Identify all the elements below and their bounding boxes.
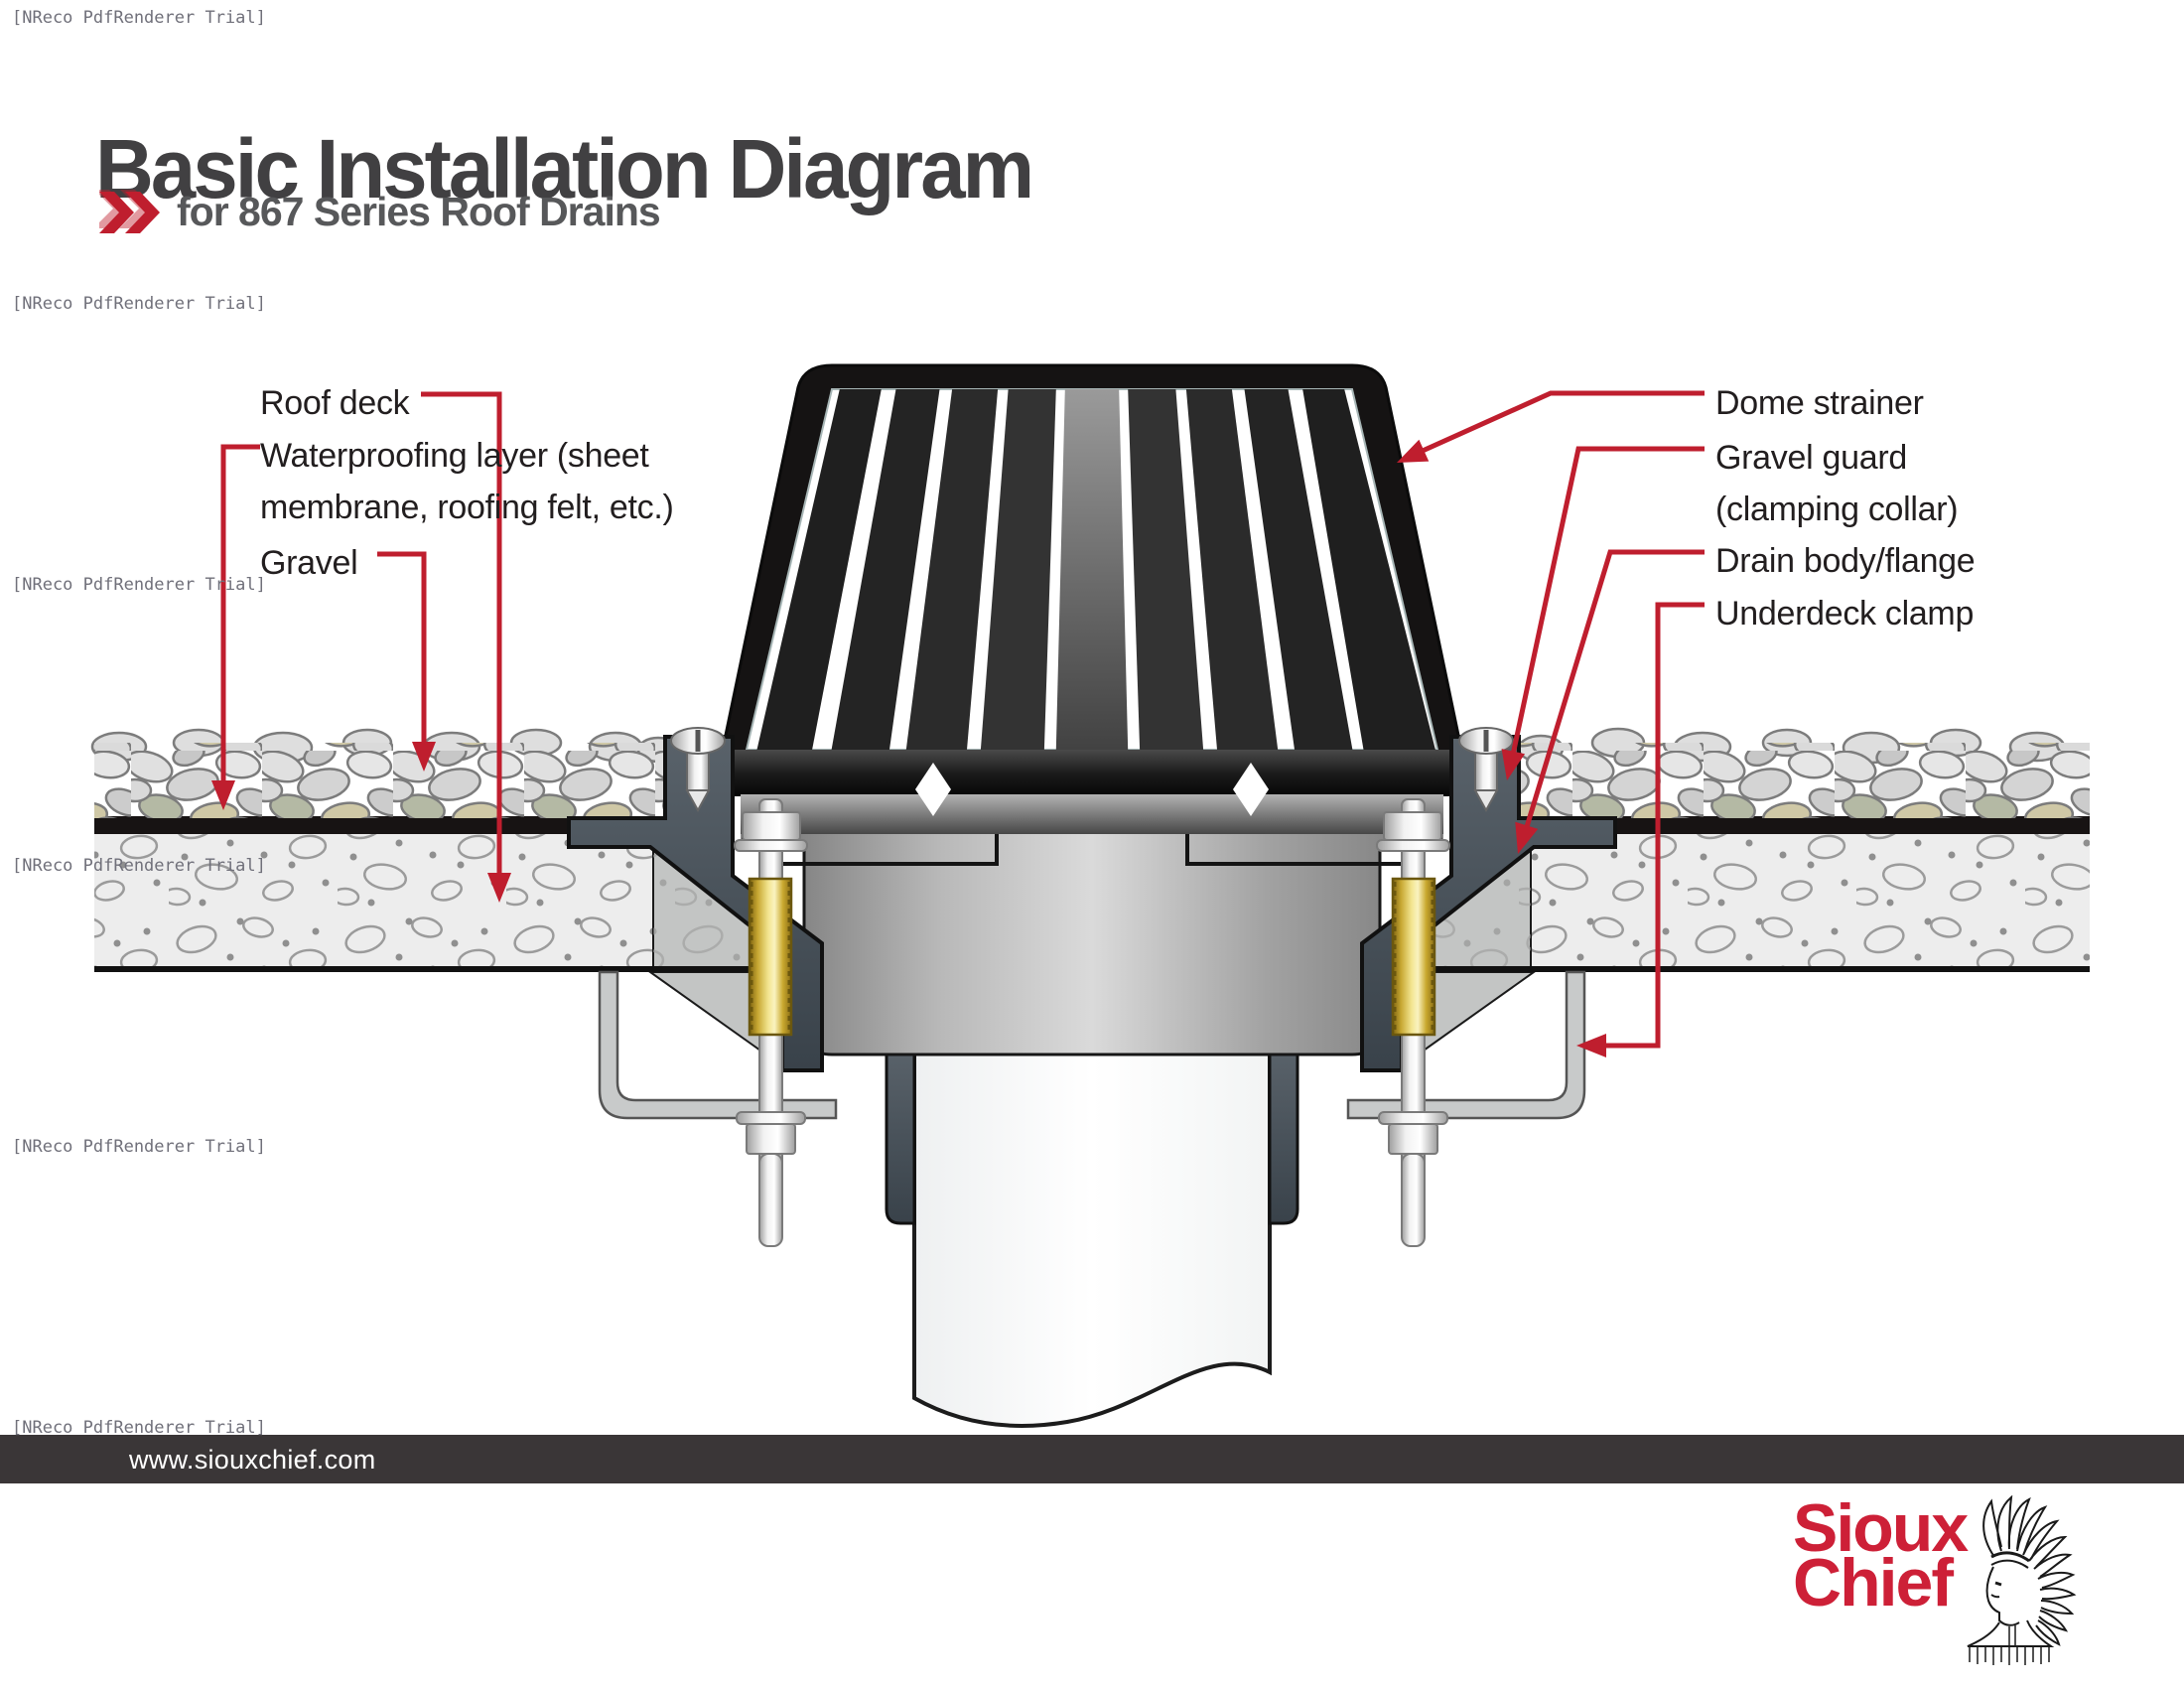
subtitle-text: for 867 Series Roof Drains	[177, 189, 661, 234]
label-drain-body: Drain body/flange	[1715, 542, 1976, 580]
waterproofing-membrane	[94, 816, 2090, 834]
double-chevron-icon	[99, 189, 160, 233]
drain-flange-right	[1360, 735, 1617, 1072]
watermark-text: [NReco PdfRenderer Trial]	[12, 1418, 266, 1438]
page-title: Basic Installation Diagram	[95, 122, 1034, 216]
logo-text-line1: Sioux	[1793, 1490, 1969, 1566]
underdeck-clamp-right	[1346, 970, 1586, 1120]
label-gravel-guard-line1: Gravel guard	[1715, 439, 1907, 477]
label-underdeck-clamp: Underdeck clamp	[1715, 595, 1975, 633]
watermark-text: [NReco PdfRenderer Trial]	[12, 294, 266, 314]
clamp-rod-left	[734, 798, 808, 1247]
gravel-layer-right	[1517, 727, 2090, 818]
drain-flange-left	[567, 735, 824, 1072]
drain-pipe	[885, 1049, 1299, 1428]
watermark-text: [NReco PdfRenderer Trial]	[12, 8, 266, 28]
chief-head-illustration	[1967, 1495, 2077, 1665]
leader-lines	[220, 390, 1705, 1049]
label-waterproofing: Waterproofing layer (sheet membrane, roof…	[260, 430, 674, 533]
clamp-rod-right	[1376, 798, 1450, 1247]
leader-waterproofing	[220, 444, 260, 782]
leader-underdeck-clamp	[1602, 602, 1705, 1049]
footer-bar: www.siouxchief.com	[0, 1435, 2184, 1483]
page-subtitle: for 867 Series Roof Drains	[99, 189, 661, 235]
collar-screw-left	[670, 727, 726, 813]
logo-text-line2: Chief	[1793, 1545, 1954, 1620]
label-gravel-guard: Gravel guard (clamping collar)	[1715, 432, 1959, 535]
label-roof-deck: Roof deck	[260, 384, 410, 422]
dome-strainer-graphic	[722, 363, 1462, 754]
underdeck-clamp-left	[598, 970, 838, 1120]
leader-gravel-guard	[1510, 446, 1705, 756]
leader-roof-deck	[421, 391, 502, 875]
label-waterproofing-line1: Waterproofing layer (sheet	[260, 437, 649, 475]
collar-screw-right	[1458, 727, 1514, 813]
watermark-text: [NReco PdfRenderer Trial]	[12, 575, 266, 595]
label-gravel-guard-line2: (clamping collar)	[1715, 491, 1959, 528]
leader-arrowheads	[211, 439, 1606, 1057]
leader-dome-strainer	[1412, 390, 1705, 458]
sioux-chief-logo: Sioux Chief	[1793, 1490, 2077, 1665]
leader-gravel	[377, 551, 427, 745]
gravel-guard-band	[733, 750, 1451, 834]
gravel-layer-left	[90, 728, 680, 818]
footer-url: www.siouxchief.com	[129, 1445, 376, 1475]
watermark-text: [NReco PdfRenderer Trial]	[12, 1137, 266, 1157]
label-dome-strainer: Dome strainer	[1715, 384, 1924, 422]
leader-drain-body	[1523, 549, 1705, 831]
watermark-text: [NReco PdfRenderer Trial]	[12, 856, 266, 876]
label-waterproofing-line2: membrane, roofing felt, etc.)	[260, 489, 674, 526]
label-gravel: Gravel	[260, 544, 358, 582]
dome-strainer-slats	[756, 389, 1435, 750]
